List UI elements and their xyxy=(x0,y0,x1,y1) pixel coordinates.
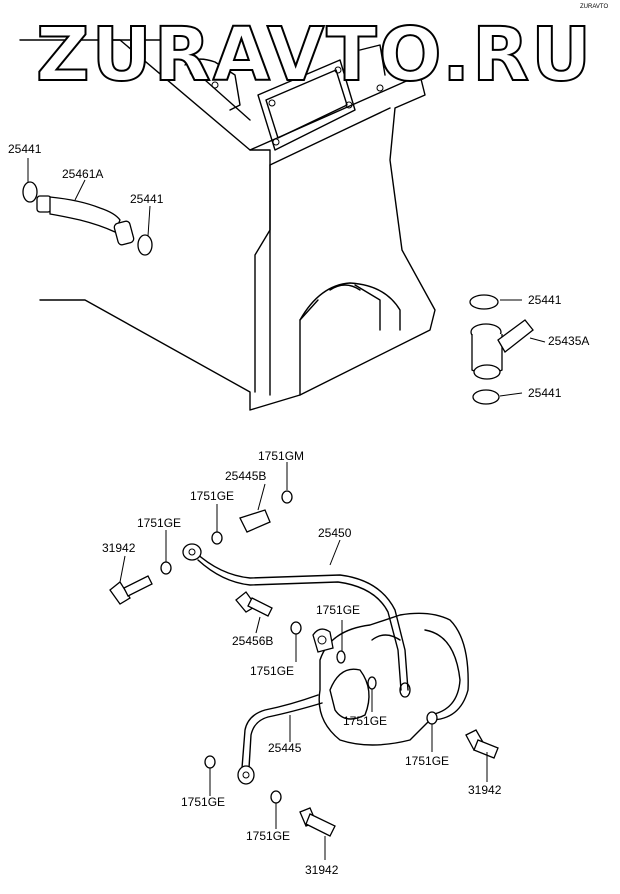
label-1751GE: 1751GE xyxy=(316,603,360,617)
label-25450: 25450 xyxy=(318,526,352,540)
union-bolt xyxy=(239,509,271,533)
leader-lines xyxy=(27,158,546,860)
watermark: ZURAVTO.RU xyxy=(36,12,593,98)
turbocharger xyxy=(312,612,469,746)
label-25461A: 25461A xyxy=(62,167,103,181)
label-31942: 31942 xyxy=(102,541,136,555)
oil-feed-pipe-25450 xyxy=(182,543,409,691)
bolts-and-washers xyxy=(109,490,499,837)
label-1751GM: 1751GM xyxy=(258,449,304,463)
label-25435A: 25435A xyxy=(548,334,589,348)
label-25445: 25445 xyxy=(268,741,302,755)
label-25441: 25441 xyxy=(528,386,562,400)
washer xyxy=(281,490,293,504)
label-1751GE: 1751GE xyxy=(405,754,449,768)
label-31942: 31942 xyxy=(468,783,502,797)
label-25445B: 25445B xyxy=(225,469,266,483)
label-25441: 25441 xyxy=(130,192,164,206)
corner-mark: ZURAVTO xyxy=(580,4,608,10)
oil-drain-tube-25435A xyxy=(469,294,534,405)
engine-block xyxy=(19,39,436,411)
label-1751GE: 1751GE xyxy=(246,829,290,843)
oil-return-pipe-25445 xyxy=(237,694,323,785)
label-31942: 31942 xyxy=(305,863,339,877)
label-25441: 25441 xyxy=(8,142,42,156)
label-1751GE: 1751GE xyxy=(137,516,181,530)
label-1751GE: 1751GE xyxy=(190,489,234,503)
label-1751GE: 1751GE xyxy=(343,714,387,728)
label-1751GE: 1751GE xyxy=(250,664,294,678)
label-1751GE: 1751GE xyxy=(181,795,225,809)
label-25456B: 25456B xyxy=(232,634,273,648)
oil-pipe-25461A xyxy=(22,181,153,256)
label-25441: 25441 xyxy=(528,293,562,307)
